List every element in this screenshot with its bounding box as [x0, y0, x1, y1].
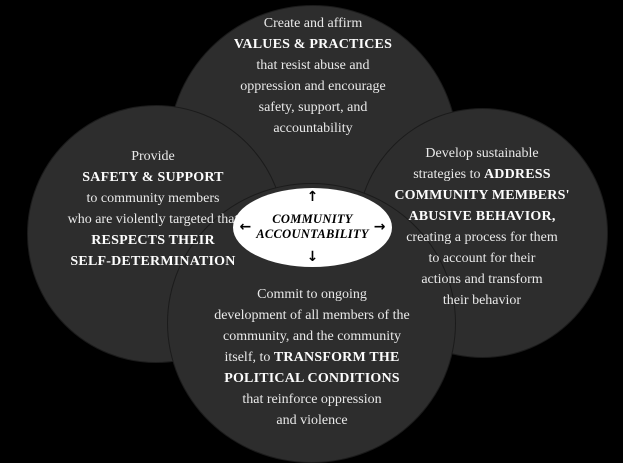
text-line: Commit to ongoing	[257, 287, 367, 302]
arrow-up-icon: ↑	[306, 189, 319, 205]
text-line: that resist abuse and	[256, 58, 370, 73]
text-line: Provide	[131, 149, 175, 164]
center-title: COMMUNITY ACCOUNTABILITY	[256, 212, 369, 242]
center-title-line1: COMMUNITY	[272, 212, 353, 226]
bottom-circle-text: Commit to ongoing development of all mem…	[167, 284, 457, 431]
text-line: strategies to ADDRESS	[413, 167, 551, 182]
text-line: who are violently targeted that	[67, 212, 239, 227]
text-line: that reinforce oppression	[242, 392, 382, 407]
arrow-right-icon: →	[373, 219, 386, 235]
center-ellipse: ↑ ← COMMUNITY ACCOUNTABILITY → ↓	[233, 188, 392, 267]
text-line: their behavior	[442, 293, 522, 308]
text-line: SELF-DETERMINATION	[70, 254, 236, 269]
center-title-row: ← COMMUNITY ACCOUNTABILITY →	[239, 212, 385, 242]
left-circle-text: Provide SAFETY & SUPPORT to community me…	[32, 146, 274, 272]
text-line: to community members	[86, 191, 220, 206]
text-line: POLITICAL CONDITIONS	[224, 371, 400, 386]
text-line: development of all members of the	[214, 308, 410, 323]
text-line: VALUES & PRACTICES	[233, 37, 393, 52]
text-line: creating a process for them	[406, 230, 558, 245]
text-line: RESPECTS THEIR	[91, 233, 215, 248]
right-circle-text: Develop sustainable strategies to ADDRES…	[367, 143, 597, 311]
text-line: oppression and encourage	[240, 79, 386, 94]
text-line: community, and the community	[223, 329, 401, 344]
text-line: COMMUNITY MEMBERS'	[394, 188, 570, 203]
text-line: actions and transform	[421, 272, 543, 287]
text-line: SAFETY & SUPPORT	[82, 170, 224, 185]
text-line: to account for their	[428, 251, 536, 266]
text-line: itself, to TRANSFORM THE	[224, 350, 400, 365]
arrow-left-icon: ←	[239, 219, 252, 235]
text-line: accountability	[273, 121, 353, 136]
text-line: safety, support, and	[258, 100, 368, 115]
top-circle-text: Create and affirm VALUES & PRACTICES tha…	[193, 13, 433, 139]
text-line: ABUSIVE BEHAVIOR,	[408, 209, 556, 224]
text-line: Create and affirm	[263, 16, 363, 31]
center-title-line2: ACCOUNTABILITY	[256, 227, 369, 241]
text-line: and violence	[276, 413, 348, 428]
text-line: Develop sustainable	[425, 146, 539, 161]
arrow-down-icon: ↓	[306, 249, 319, 265]
